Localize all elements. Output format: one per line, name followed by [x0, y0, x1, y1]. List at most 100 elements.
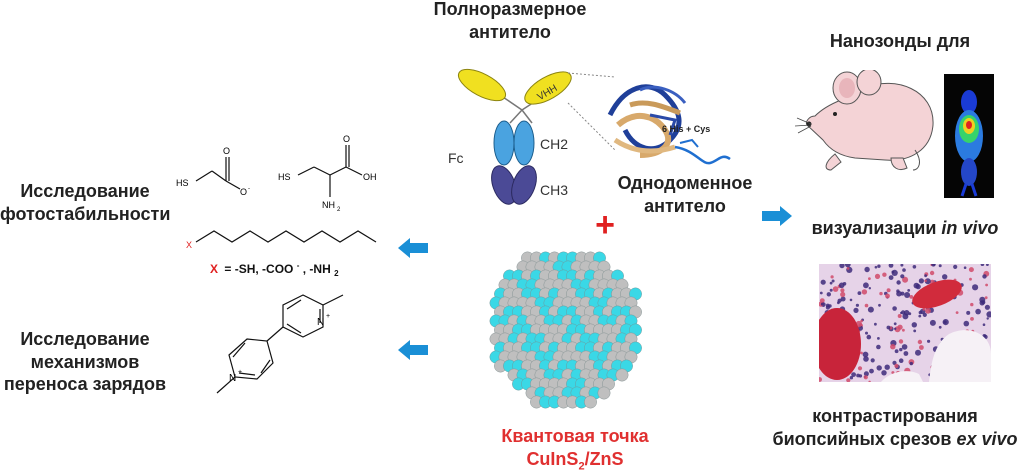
qd-sphere [584, 395, 597, 409]
qd-sphere [615, 368, 629, 382]
in-vivo-fluorescence-image [944, 74, 994, 198]
histology-cell [903, 310, 910, 316]
histology-cell [922, 312, 927, 317]
histology-cell [877, 264, 881, 268]
qd-formula-main: CuInS [526, 448, 579, 469]
full-antibody-title: Полноразмерное антитело [400, 0, 620, 43]
quantum-dot-label-line2: CuInS2/ZnS [470, 448, 680, 474]
histology-cell [853, 307, 859, 313]
histology-cell [857, 291, 862, 295]
histology-cell [986, 264, 989, 266]
histology-cell [980, 264, 985, 266]
ex-vivo-line1: контрастирования [812, 406, 978, 426]
histology-cell [849, 298, 853, 302]
mol1-hs-label: HS [176, 178, 189, 188]
full-antibody-title-line2: антитело [469, 21, 551, 42]
histology-cell [840, 288, 845, 293]
nanoprobes-title: Нанозонды для [829, 31, 971, 51]
histology-cell [884, 364, 890, 370]
histology-cell [890, 344, 896, 350]
histology-cell [894, 363, 899, 368]
histology-cell [869, 368, 874, 374]
histology-cell [942, 274, 948, 280]
photostability-line2: фотостабильности [0, 203, 171, 224]
in-vivo-text: визуализации [811, 218, 942, 238]
histology-cell [953, 264, 958, 269]
histology-cell [911, 322, 917, 328]
x-formula-minus: - [297, 261, 300, 270]
histology-cell [863, 356, 869, 362]
charge-transfer-line2: механизмов [30, 351, 140, 372]
histology-cell [897, 314, 902, 318]
mol2-nh2-sub: 2 [337, 207, 341, 213]
histology-cell [912, 265, 917, 269]
histology-cell [868, 287, 871, 290]
his-cys-label: 6 His + Cys [662, 124, 710, 134]
histology-cell [942, 319, 949, 326]
histology-cell [970, 317, 974, 321]
full-antibody-title-line1: Полноразмерное [433, 0, 587, 19]
histology-cell [888, 264, 894, 268]
histology-cell [982, 323, 986, 326]
ch2-left-shape [493, 120, 515, 166]
histology-cell [881, 370, 887, 376]
mol1-o-minus-label: O [240, 187, 247, 197]
x-formula-x: X [210, 262, 218, 276]
photostability-label: Исследование фотостабильности [0, 180, 170, 225]
histology-cell [874, 322, 877, 326]
histology-cell [938, 264, 942, 268]
histology-cell [896, 280, 901, 285]
histology-cell [838, 282, 845, 289]
ex-vivo-text: биопсийных срезов [772, 428, 957, 449]
histology-cell [844, 264, 851, 268]
histology-cell [879, 291, 883, 296]
histology-cell [878, 303, 881, 307]
histology-cell [899, 347, 903, 352]
histology-cell [891, 270, 895, 274]
ch3-label: CH3 [540, 182, 568, 198]
mol1-o-top-label: O [223, 146, 230, 156]
histology-cell [903, 351, 909, 356]
histology-cell [929, 270, 935, 276]
quantum-dot-structure [489, 251, 642, 409]
histology-cell [846, 378, 851, 382]
histology-cell [970, 302, 974, 307]
single-domain-title-line1: Однодоменное [617, 173, 753, 193]
histology-cell [986, 311, 991, 318]
ch3-right-shape [511, 165, 537, 205]
histology-cell [913, 329, 917, 333]
ex-vivo-histology-image [819, 264, 991, 382]
histology-cell [972, 284, 979, 291]
antibody-diagram: VHH Fc CH2 CH3 6 His + Cys [448, 68, 731, 205]
histology-cell [909, 361, 913, 366]
histology-cell [885, 293, 890, 299]
histology-cell [856, 373, 860, 378]
histology-cell [897, 324, 903, 330]
single-domain-title-line2: антитело [644, 195, 726, 216]
histology-cell [820, 302, 824, 306]
quantum-dot-label-line1: Квантовая точка [501, 426, 649, 446]
histology-cell [924, 274, 927, 278]
viologen-n-bottom-label: N [229, 373, 236, 384]
histology-cell [969, 277, 972, 281]
histology-cell [876, 344, 881, 350]
viologen-n-top-label: N [317, 317, 324, 328]
mol2-nh2-label: NH [322, 200, 335, 210]
histology-cell [855, 303, 859, 307]
alkyl-chain [195, 230, 377, 243]
histology-cell [963, 266, 967, 269]
histology-cell [984, 296, 988, 300]
histology-cell [927, 339, 931, 343]
viologen-n-top-charge: + [326, 313, 330, 320]
histology-cell [922, 307, 926, 311]
histology-cell [832, 286, 839, 292]
x-formula-rest: = -SH, -COO [224, 262, 293, 276]
histology-cell [862, 351, 869, 358]
vhh-domain-shape [524, 71, 572, 105]
histology-cell [984, 304, 990, 310]
histology-cell [867, 306, 874, 313]
plus-sign: + [595, 206, 615, 244]
histology-cell [865, 331, 868, 335]
qd-formula-tail: /ZnS [584, 448, 624, 469]
histology-cell [919, 345, 924, 350]
